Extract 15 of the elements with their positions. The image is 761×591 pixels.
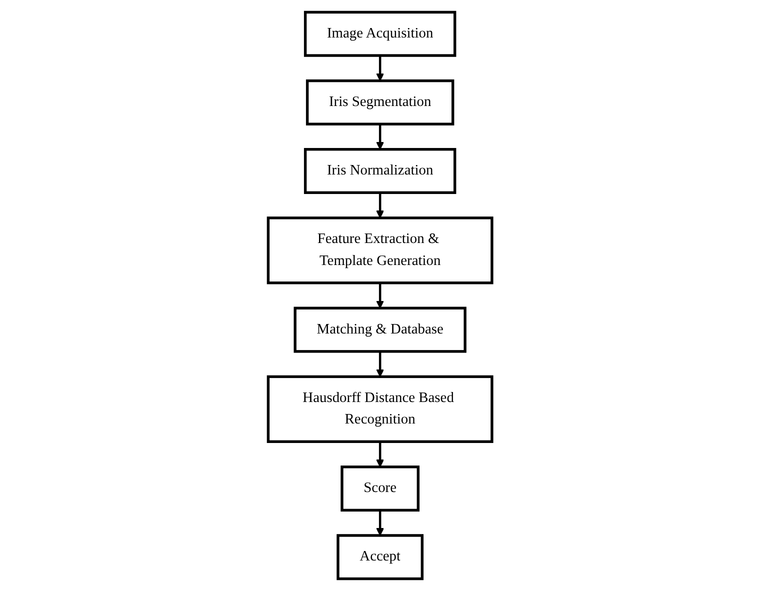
node-box: Image Acquisition: [304, 10, 457, 57]
node-box: Score: [341, 466, 420, 512]
arrow: [376, 442, 384, 468]
node-box: Accept: [337, 534, 424, 580]
arrow: [376, 510, 384, 536]
node-box: Feature Extraction & Template Generation: [267, 216, 494, 284]
node-box: Iris Normalization: [304, 148, 457, 194]
arrow: [376, 351, 384, 378]
node-box: Hausdorff Distance Based Recognition: [267, 375, 494, 443]
arrow: [376, 124, 384, 150]
arrow: [376, 192, 384, 218]
arrow: [376, 56, 384, 82]
node-box: Iris Segmentation: [306, 79, 455, 126]
arrow: [376, 282, 384, 308]
node-box: Matching & Database: [294, 306, 467, 353]
